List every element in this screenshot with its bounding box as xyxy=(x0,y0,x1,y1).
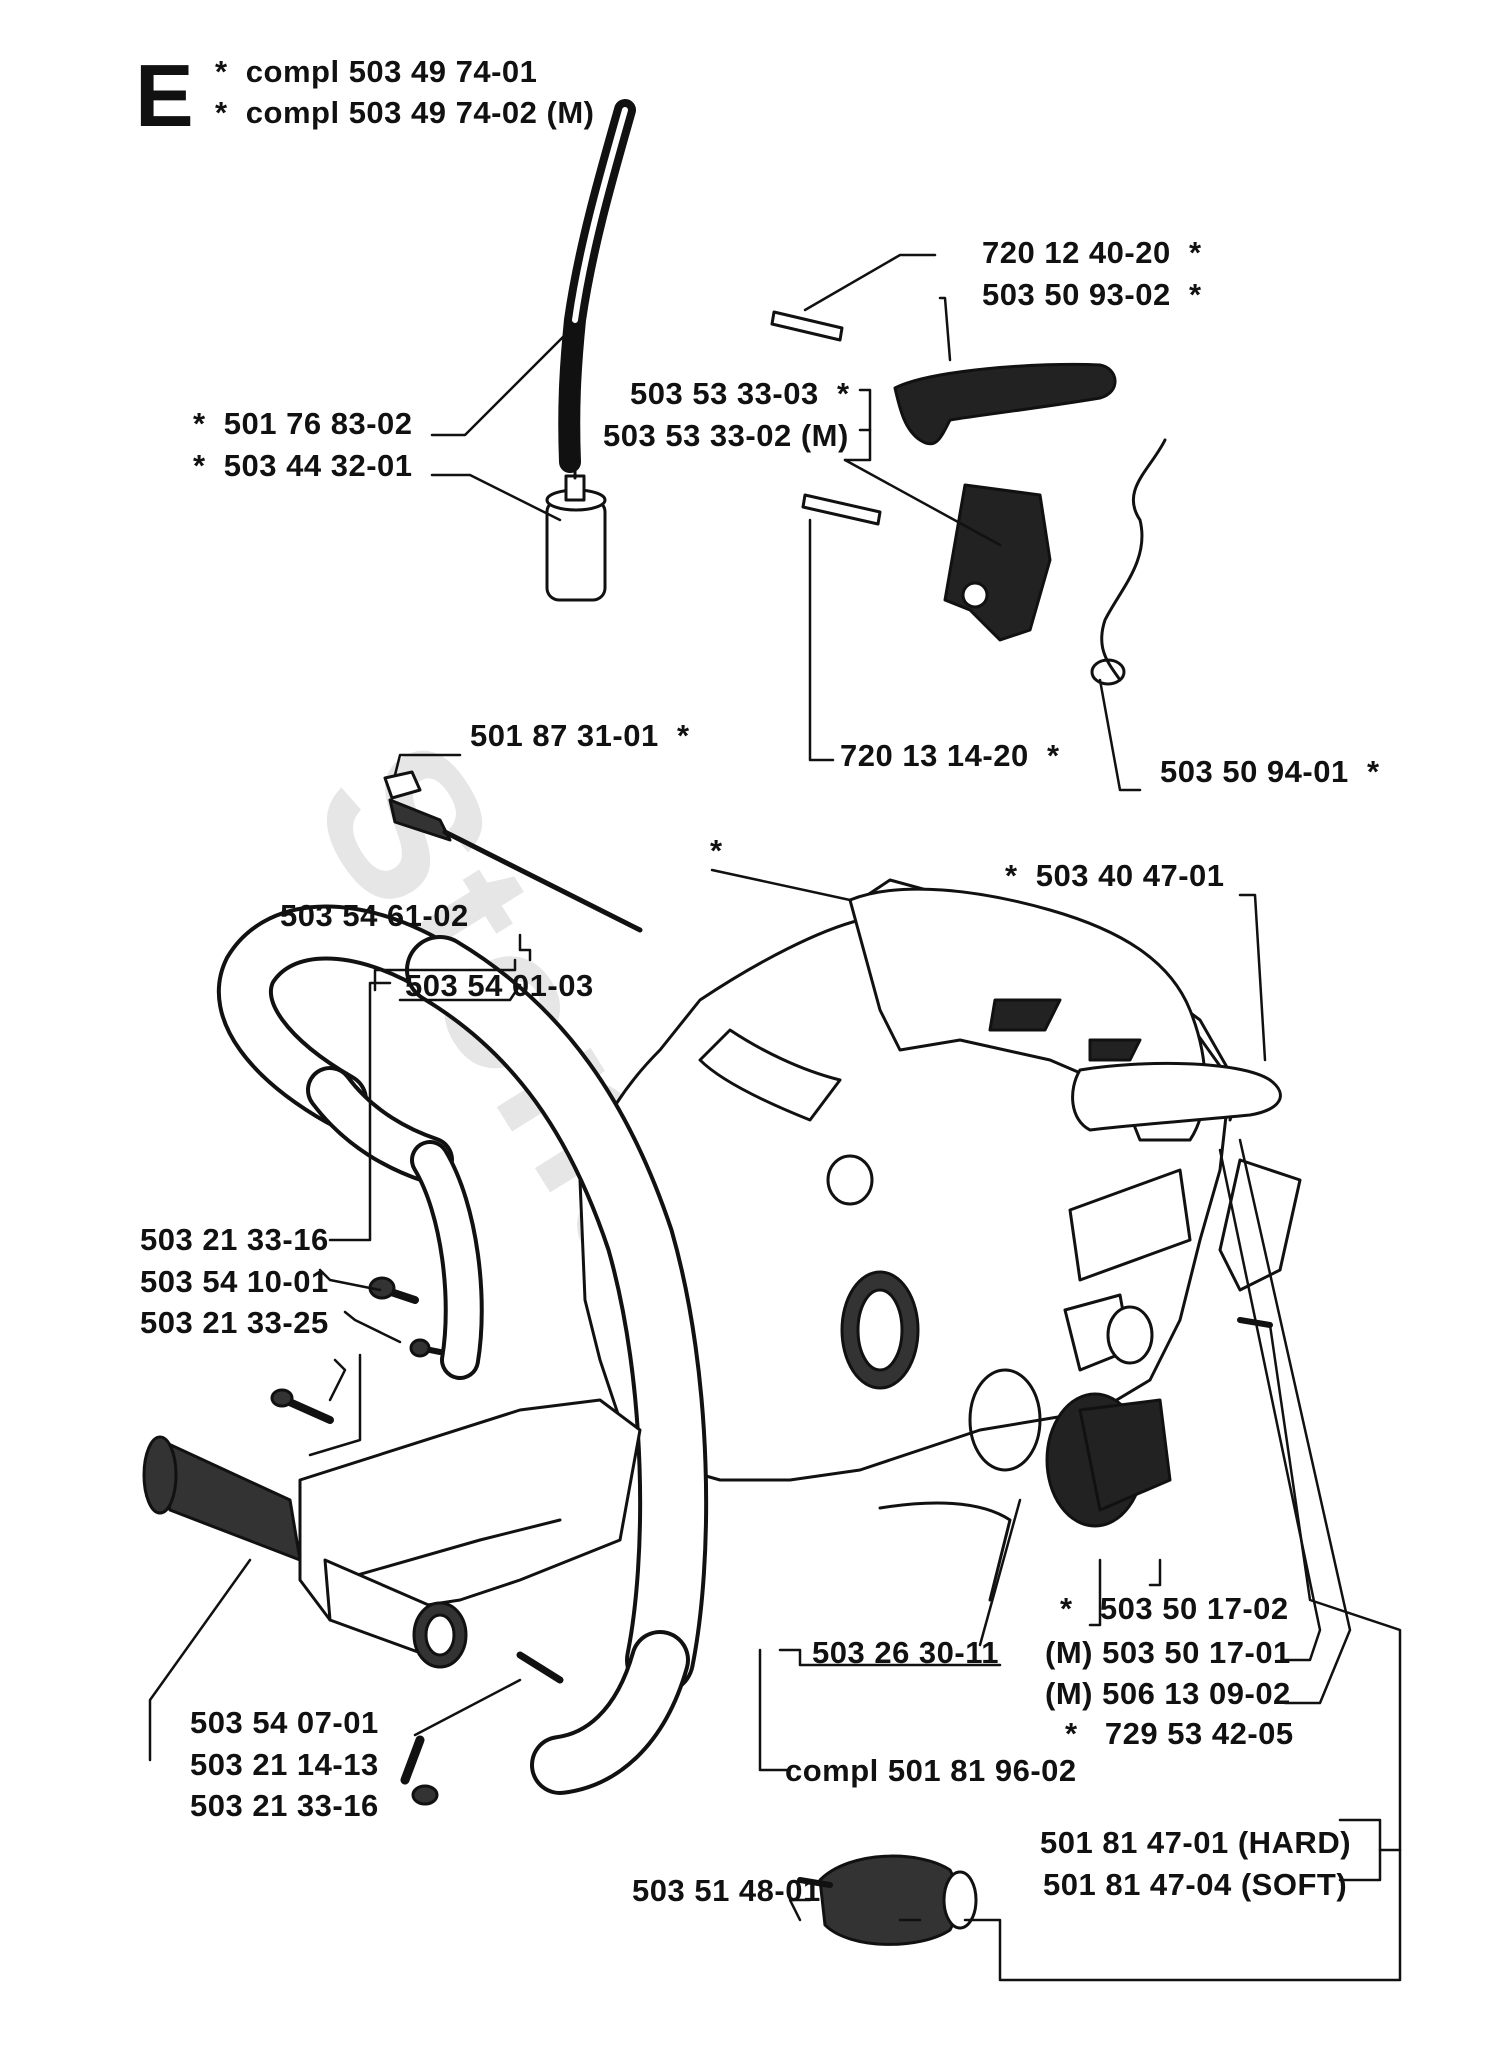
tank-vent xyxy=(1063,1293,1154,1372)
label-506-13-09-02: (M) 506 13 09-02 xyxy=(1045,1676,1291,1711)
label-compl-501-81-96-02: compl 501 81 96-02 xyxy=(785,1753,1077,1788)
lockout-pin xyxy=(801,493,882,526)
rubber-buffer-left xyxy=(142,1435,302,1562)
throttle-lockout xyxy=(943,483,1052,642)
label-501-81-47-01-hard: 501 81 47-01 (HARD) xyxy=(1040,1825,1352,1860)
oil-filter xyxy=(797,1854,978,1946)
screws xyxy=(270,1276,1273,1806)
label-503-40-47-01: * 503 40 47-01 xyxy=(1005,858,1225,893)
label-503-26-30-11: 503 26 30-11 xyxy=(812,1635,1000,1670)
adjusting-needle xyxy=(383,770,643,933)
fuel-filter xyxy=(545,460,607,602)
label-503-54-07-01: 503 54 07-01 xyxy=(190,1705,379,1740)
label-503-53-33-02: 503 53 33-02 (M) xyxy=(603,418,849,453)
label-503-54-61-02: 503 54 61-02 xyxy=(280,898,469,933)
chassis-plate xyxy=(298,1398,642,1622)
label-503-54-10-01: 503 54 10-01 xyxy=(140,1264,329,1299)
label-503-51-48-01: 503 51 48-01 xyxy=(632,1873,821,1908)
label-501-87-31-01: 501 87 31-01 * xyxy=(470,718,690,753)
label-503-50-94-01: 503 50 94-01 * xyxy=(1160,754,1380,789)
section-letter: E xyxy=(135,46,194,145)
label-503-21-33-25: 503 21 33-25 xyxy=(140,1305,329,1340)
label-503-21-33-16-lower: 503 21 33-16 xyxy=(190,1788,379,1823)
label-503-21-33-16-upper: 503 21 33-16 xyxy=(140,1222,329,1257)
label-729-53-42-05: * 729 53 42-05 xyxy=(1065,1716,1294,1751)
label-tank-star: * xyxy=(710,833,723,868)
trigger-pin xyxy=(770,310,844,342)
label-720-12-40-20: 720 12 40-20 * xyxy=(982,235,1202,270)
label-503-53-33-03: 503 53 33-03 * xyxy=(630,376,850,411)
rubber-buffer-front xyxy=(323,1558,468,1669)
o-ring xyxy=(968,1368,1042,1472)
label-503-50-17-01: (M) 503 50 17-01 xyxy=(1045,1635,1291,1670)
trigger-spring xyxy=(1090,438,1167,686)
label-compl-503-49-74-01: * compl 503 49 74-01 xyxy=(215,54,538,89)
label-compl-503-49-74-02: * compl 503 49 74-02 (M) xyxy=(215,95,595,130)
label-501-81-47-04-soft: 501 81 47-04 (SOFT) xyxy=(1043,1867,1348,1902)
front-handle-bar xyxy=(217,904,709,1795)
label-503-44-32-01: * 503 44 32-01 xyxy=(193,448,413,483)
cap-strap xyxy=(878,1501,1012,1602)
label-720-13-14-20: 720 13 14-20 * xyxy=(840,738,1060,773)
throttle-trigger xyxy=(893,362,1117,446)
fuel-cap xyxy=(1045,1392,1172,1528)
fuel-hose xyxy=(558,99,636,473)
label-503-50-93-02: 503 50 93-02 * xyxy=(982,277,1202,312)
label-501-76-83-02: * 501 76 83-02 xyxy=(193,406,413,441)
handle-trigger-cover xyxy=(1071,1061,1282,1132)
label-503-54-01-03: 503 54 01-03 xyxy=(405,968,594,1003)
leader-lines xyxy=(148,253,1402,1982)
label-503-50-17-02: * 503 50 17-02 xyxy=(1060,1591,1289,1626)
label-503-21-14-13: 503 21 14-13 xyxy=(190,1747,379,1782)
